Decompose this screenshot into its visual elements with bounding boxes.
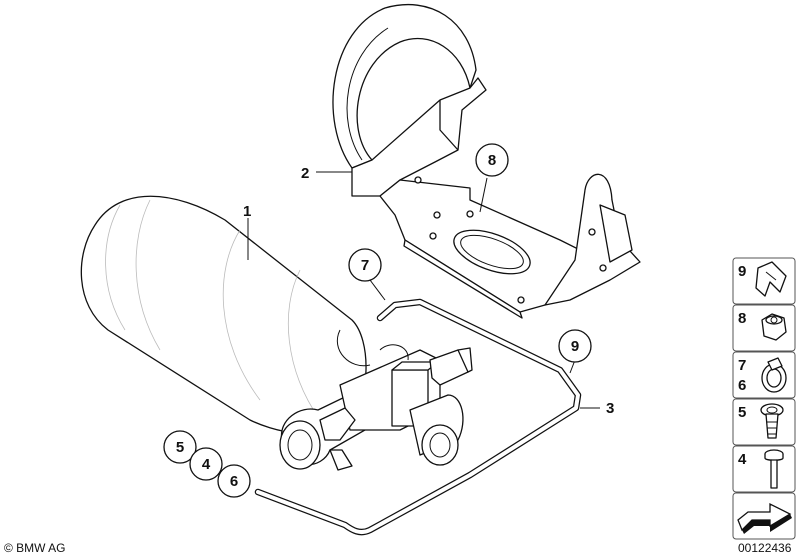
pressure-tank bbox=[80, 195, 367, 435]
legend-number-5: 5 bbox=[738, 404, 746, 421]
legend-number-7: 7 bbox=[738, 357, 746, 374]
callout-6-badge: 6 bbox=[217, 464, 251, 498]
callout-9-badge: 9 bbox=[558, 329, 592, 363]
bolt-icon bbox=[764, 449, 784, 489]
nut-icon bbox=[761, 313, 787, 341]
clip-icon bbox=[755, 261, 787, 297]
legend-number-8: 8 bbox=[738, 310, 746, 327]
callout-8-badge: 8 bbox=[475, 143, 509, 177]
copyright-text: © BMW AG bbox=[4, 541, 66, 555]
callout-6: 6 bbox=[230, 473, 238, 490]
callout-7-badge: 7 bbox=[348, 248, 382, 282]
callout-1: 1 bbox=[243, 203, 251, 220]
callout-8: 8 bbox=[488, 152, 496, 169]
callout-7: 7 bbox=[361, 257, 369, 274]
callout-4-badge: 4 bbox=[189, 447, 223, 481]
diagram-id: 00122436 bbox=[738, 541, 792, 555]
callout-5: 5 bbox=[176, 439, 184, 456]
callout-2: 2 bbox=[301, 165, 309, 182]
legend-number-6: 6 bbox=[738, 377, 746, 394]
legend-number-9: 9 bbox=[738, 263, 746, 280]
tank-bracket bbox=[332, 4, 641, 319]
hose-line bbox=[254, 298, 582, 536]
parts-legend: 9 8 7 6 5 4 bbox=[732, 257, 796, 540]
callout-9: 9 bbox=[571, 338, 579, 355]
callout-4: 4 bbox=[202, 456, 211, 473]
valve-assembly bbox=[279, 329, 473, 471]
callout-3: 3 bbox=[606, 400, 614, 417]
grommet-icon bbox=[760, 403, 784, 439]
legend-number-4: 4 bbox=[738, 451, 747, 468]
callout-5-badge: 5 bbox=[163, 430, 197, 464]
direction-arrow-icon bbox=[737, 502, 792, 534]
hose-clamp-icon bbox=[761, 357, 787, 393]
